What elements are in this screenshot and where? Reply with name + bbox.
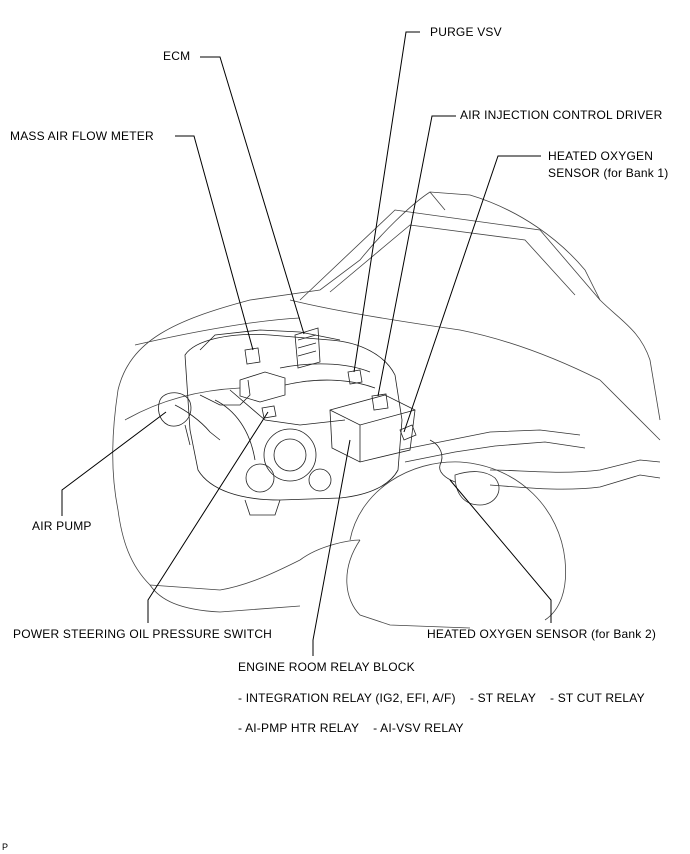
- leader-ecm: [200, 56, 305, 335]
- label-relay-list-line1: - INTEGRATION RELAY (IG2, EFI, A/F) - ST…: [238, 691, 645, 705]
- vehicle-body-outline: [112, 191, 661, 629]
- label-heated-oxygen-bank1-line1: HEATED OXYGEN: [548, 149, 654, 163]
- leader-air-pump: [61, 411, 167, 516]
- leader-lines: [61, 31, 552, 656]
- leader-ps-switch: [147, 411, 269, 623]
- label-air-injection-control-driver: AIR INJECTION CONTROL DRIVER: [460, 108, 663, 122]
- leader-relay-block: [312, 439, 351, 656]
- label-heated-oxygen-bank1-line2: SENSOR (for Bank 1): [548, 166, 669, 180]
- label-ecm: ECM: [163, 49, 191, 63]
- label-heated-oxygen-bank2: HEATED OXYGEN SENSOR (for Bank 2): [427, 627, 657, 641]
- exhaust-pipe: [399, 429, 661, 506]
- corner-mark: P: [2, 842, 9, 852]
- label-power-steering-switch: POWER STEERING OIL PRESSURE SWITCH: [13, 627, 273, 641]
- leader-purge-vsv: [353, 31, 420, 373]
- label-engine-room-relay-block: ENGINE ROOM RELAY BLOCK: [238, 660, 415, 674]
- leader-ho2-bank2: [449, 479, 552, 623]
- engine-block: [158, 327, 456, 516]
- label-air-pump: AIR PUMP: [32, 519, 92, 533]
- leader-maf: [175, 135, 254, 351]
- label-purge-vsv: PURGE VSV: [430, 25, 502, 39]
- label-relay-list-line2: - AI-PMP HTR RELAY - AI-VSV RELAY: [238, 721, 464, 735]
- leader-ai-driver: [377, 115, 456, 397]
- leader-ho2-bank1: [403, 155, 541, 433]
- label-mass-air-flow-meter: MASS AIR FLOW METER: [10, 129, 154, 143]
